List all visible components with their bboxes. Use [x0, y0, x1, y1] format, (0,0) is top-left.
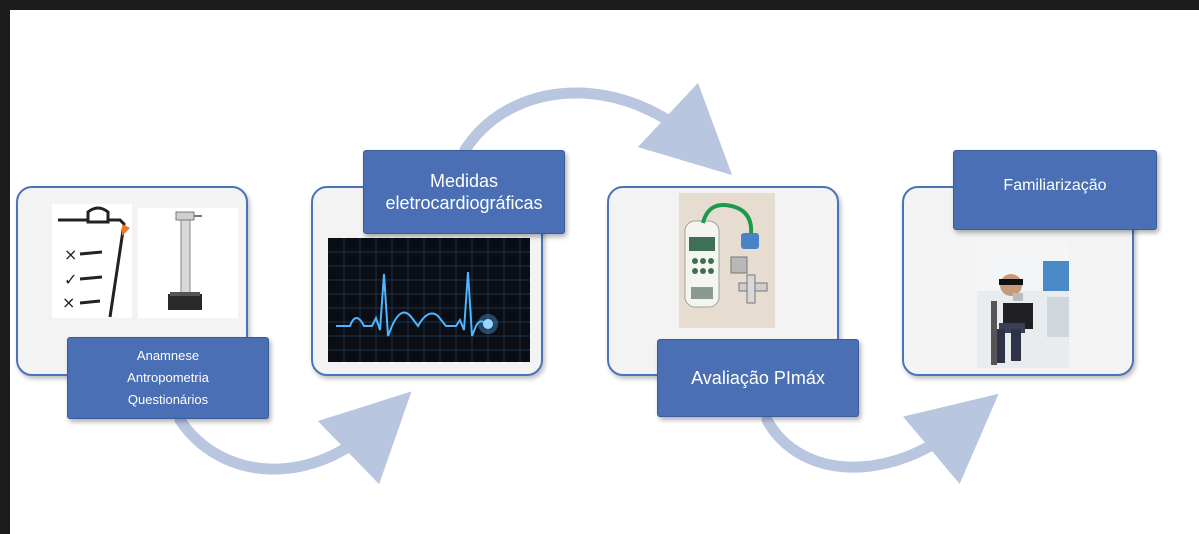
flow-arrow-icon [761, 393, 999, 484]
step-label-3: Avaliação PImáx [657, 339, 859, 417]
step-title-medidas: Medidas eletrocardiográficas [385, 171, 543, 213]
step-label-2: Medidas eletrocardiográficas [363, 150, 565, 234]
checklist-icon: × ✓ × [52, 204, 132, 318]
svg-text:✓: ✓ [64, 270, 77, 289]
subject-photo-icon [977, 241, 1069, 368]
step-label-1: Anamnese Antropometria Questionários [67, 337, 269, 419]
step-title-familiarizacao: Familiarização [1003, 177, 1107, 194]
ecg-waveform-icon [328, 238, 530, 362]
manometer-device-icon [679, 193, 775, 328]
step-label-4: Familiarização [953, 150, 1157, 230]
flow-arrow-icon [459, 82, 733, 176]
svg-text:×: × [64, 245, 77, 264]
step-title-avaliacao: Avaliação PImáx [691, 367, 825, 388]
step-line-antropometria: Antropometria [127, 370, 209, 385]
flow-arrow-icon [174, 391, 412, 485]
step-line-questionarios: Questionários [127, 392, 209, 407]
svg-text:×: × [62, 293, 75, 312]
step-line-anamnese: Anamnese [136, 348, 200, 363]
process-diagram: × ✓ × Anamnese Antropometria Questionári… [10, 10, 1199, 534]
flow-arrows [174, 82, 999, 485]
height-scale-icon [138, 208, 238, 318]
